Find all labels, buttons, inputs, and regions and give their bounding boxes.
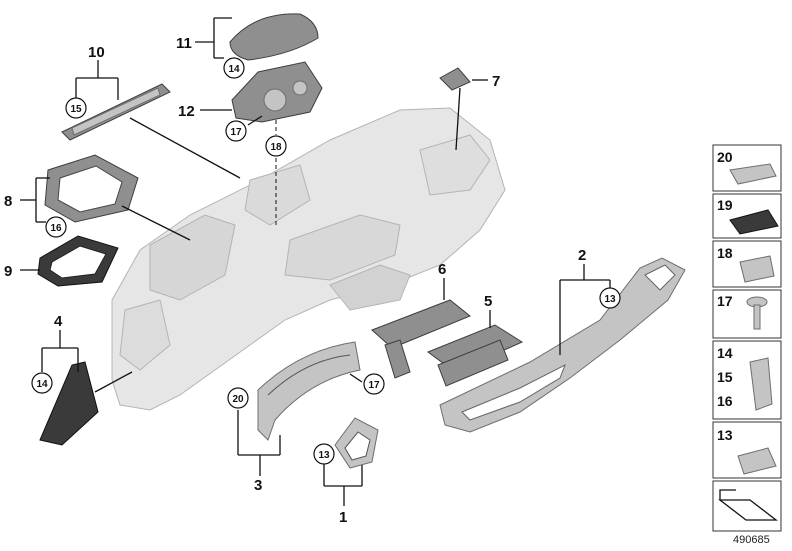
svg-text:20: 20 [717, 149, 733, 165]
panel-cell-13: 13 [712, 421, 782, 479]
panel-cell-17: 17 [712, 289, 782, 339]
panel-cell-18: 18 [712, 240, 782, 288]
svg-text:17: 17 [230, 127, 242, 138]
leader-lines [20, 17, 611, 506]
circled-17-part-12: 17 [225, 120, 247, 142]
circled-17-part-3: 17 [363, 373, 385, 395]
svg-text:14: 14 [717, 345, 733, 361]
part-11-speaker-grille [229, 13, 319, 61]
callout-9: 9 [4, 263, 12, 280]
callout-2: 2 [578, 247, 586, 264]
callout-3: 3 [254, 477, 262, 494]
part-2-long-trim [439, 257, 686, 433]
circled-15-part-10: 15 [65, 97, 87, 119]
callout-11: 11 [176, 35, 192, 52]
callout-5: 5 [484, 293, 492, 310]
svg-text:15: 15 [70, 104, 82, 115]
circled-20-part-3: 20 [227, 387, 249, 409]
circled-13-part-2: 13 [599, 287, 621, 309]
svg-text:15: 15 [717, 369, 733, 385]
part-3-cluster-frame [257, 341, 361, 441]
circled-14-part-11: 14 [223, 57, 245, 79]
part-7-tweeter-grille [439, 67, 471, 91]
svg-text:17: 17 [717, 293, 733, 309]
callout-6: 6 [438, 261, 446, 278]
callout-4: 4 [54, 313, 63, 330]
part-12-speaker-holder [231, 61, 323, 123]
part-1-bracket [334, 417, 379, 469]
part-10-bracket [61, 83, 171, 141]
svg-text:18: 18 [717, 245, 733, 261]
svg-text:16: 16 [50, 223, 62, 234]
circled-18: 18 [265, 135, 287, 157]
dashboard-carrier [111, 107, 506, 411]
svg-text:17: 17 [368, 380, 380, 391]
panel-cell-20: 20 [712, 144, 782, 192]
svg-text:13: 13 [717, 427, 733, 443]
part-8-frame [44, 154, 139, 223]
panel-cell-14-15-16: 14 15 16 [712, 340, 782, 420]
callout-numbers: 1 2 3 4 5 6 7 8 9 10 11 12 [4, 35, 586, 526]
circled-14-part-4: 14 [31, 372, 53, 394]
callout-10: 10 [88, 44, 105, 61]
panel-cell-symbol [712, 480, 782, 532]
callout-8: 8 [4, 193, 12, 210]
svg-text:14: 14 [36, 379, 48, 390]
small-parts-panel: 20 19 18 17 14 15 16 [712, 144, 782, 532]
svg-text:13: 13 [318, 450, 330, 461]
part-4-side-trim [39, 361, 99, 446]
svg-text:16: 16 [717, 393, 733, 409]
callout-1: 1 [339, 509, 347, 526]
part-5-bracket [426, 324, 524, 387]
callout-7: 7 [492, 73, 500, 90]
part-6-bracket [371, 299, 471, 379]
circled-13-part-1: 13 [313, 443, 335, 465]
callout-12: 12 [178, 103, 195, 120]
circled-16-part-8: 16 [45, 216, 67, 238]
svg-text:13: 13 [604, 294, 616, 305]
circled-references: 15 14 17 18 16 14 13 20 [31, 57, 621, 465]
part-9-gasket [37, 235, 119, 287]
diagram-id: 490685 [733, 534, 770, 546]
svg-text:19: 19 [717, 197, 733, 213]
svg-text:14: 14 [228, 64, 240, 75]
svg-text:18: 18 [270, 142, 282, 153]
panel-cell-19: 19 [712, 193, 782, 239]
svg-text:20: 20 [232, 394, 244, 405]
